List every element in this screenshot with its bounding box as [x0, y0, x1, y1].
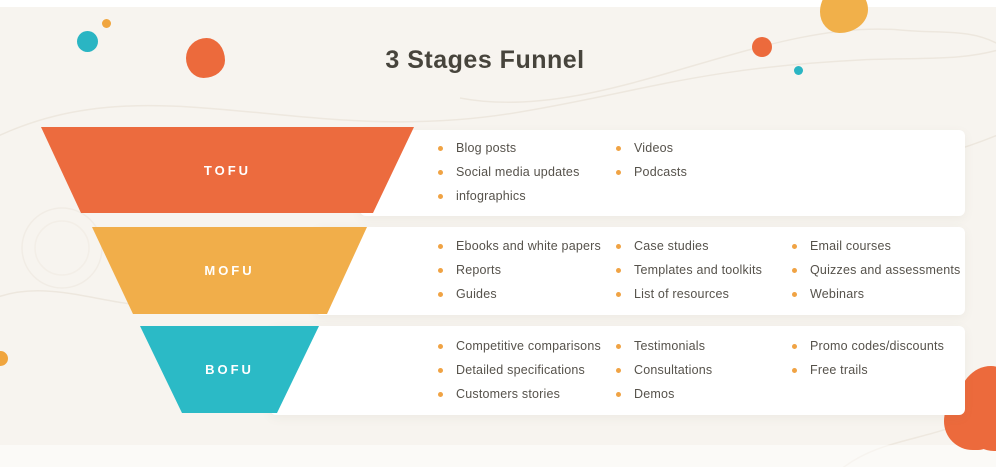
- list-item-label: Free trails: [810, 363, 868, 377]
- bullet-icon: [438, 145, 443, 151]
- funnel-stage-tofu: TOFU: [41, 127, 414, 213]
- list-item-label: Promo codes/discounts: [810, 339, 945, 353]
- list-item-label: Case studies: [634, 239, 709, 253]
- bullet-icon: [438, 193, 443, 199]
- bullet-icon: [792, 243, 797, 249]
- content-row-mofu: [315, 227, 965, 315]
- bullet-icon: [616, 145, 621, 151]
- list-item-label: List of resources: [634, 287, 730, 301]
- list-item-label: Templates and toolkits: [634, 263, 763, 277]
- list-item-label: Reports: [456, 263, 502, 277]
- bullet-icon: [616, 291, 621, 297]
- list-item: Podcasts: [616, 160, 687, 184]
- bullet-icon: [616, 367, 621, 373]
- mofu-list-column-1: Ebooks and white papers Reports Guides: [438, 234, 601, 306]
- funnel-stage-mofu: MOFU: [92, 227, 367, 314]
- list-item-label: Webinars: [810, 287, 865, 301]
- list-item: Videos: [616, 136, 687, 160]
- content-row-tofu: [360, 130, 965, 216]
- list-item: Guides: [438, 282, 601, 306]
- bullet-icon: [616, 243, 621, 249]
- list-item-label: Testimonials: [634, 339, 706, 353]
- list-item: Demos: [616, 382, 712, 406]
- stage-label-mofu: MOFU: [204, 263, 255, 278]
- bullet-icon: [792, 343, 797, 349]
- list-item: Free trails: [792, 358, 944, 382]
- list-item: Social media updates: [438, 160, 580, 184]
- list-item-label: Quizzes and assessments: [810, 263, 961, 277]
- bottom-light-band: [0, 445, 996, 467]
- list-item: Email courses: [792, 234, 961, 258]
- list-item-label: Social media updates: [456, 165, 580, 179]
- list-item-label: Ebooks and white papers: [456, 239, 601, 253]
- list-item-label: Blog posts: [456, 141, 517, 155]
- stage-label-tofu: TOFU: [203, 162, 252, 178]
- bullet-icon: [438, 267, 443, 273]
- list-item: Customers stories: [438, 382, 601, 406]
- bullet-icon: [616, 169, 621, 175]
- page-title: 3 Stages Funnel: [385, 46, 585, 74]
- bullet-icon: [438, 169, 443, 175]
- list-item: Competitive comparisons: [438, 334, 601, 358]
- teal-dot-decoration: [794, 66, 803, 75]
- bofu-list-column-3: Promo codes/discounts Free trails: [792, 334, 944, 382]
- tofu-list-column-1: Blog posts Social media updates infograp…: [438, 136, 580, 208]
- list-item: Promo codes/discounts: [792, 334, 944, 358]
- amber-halfdot-decoration: [0, 351, 8, 366]
- list-item: Quizzes and assessments: [792, 258, 961, 282]
- orange-circle-decoration: [752, 37, 772, 57]
- list-item: Case studies: [616, 234, 762, 258]
- bullet-icon: [438, 391, 443, 397]
- list-item-label: Detailed specifications: [456, 363, 585, 377]
- top-white-strip: [0, 0, 996, 7]
- list-item: infographics: [438, 184, 580, 208]
- bullet-icon: [792, 267, 797, 273]
- list-item: Templates and toolkits: [616, 258, 762, 282]
- bullet-icon: [438, 243, 443, 249]
- list-item-label: Email courses: [810, 239, 892, 253]
- tofu-list-column-2: Videos Podcasts: [616, 136, 687, 184]
- list-item-label: Podcasts: [634, 165, 688, 179]
- amber-dot-decoration: [102, 19, 111, 28]
- bullet-icon: [616, 391, 621, 397]
- list-item: Testimonials: [616, 334, 712, 358]
- list-item-label: Consultations: [634, 363, 713, 377]
- bullet-icon: [792, 291, 797, 297]
- list-item: Consultations: [616, 358, 712, 382]
- bofu-list-column-2: Testimonials Consultations Demos: [616, 334, 712, 406]
- bullet-icon: [616, 343, 621, 349]
- list-item: Reports: [438, 258, 601, 282]
- teal-circle-decoration: [77, 31, 98, 52]
- bullet-icon: [438, 367, 443, 373]
- bofu-list-column-1: Competitive comparisons Detailed specifi…: [438, 334, 601, 406]
- list-item: Webinars: [792, 282, 961, 306]
- list-item-label: Competitive comparisons: [456, 339, 601, 353]
- bullet-icon: [438, 343, 443, 349]
- list-item: Blog posts: [438, 136, 580, 160]
- list-item: Detailed specifications: [438, 358, 601, 382]
- list-item: Ebooks and white papers: [438, 234, 601, 258]
- list-item-label: Guides: [456, 287, 497, 301]
- list-item-label: Demos: [634, 387, 675, 401]
- stage-label-bofu: BOFU: [205, 362, 254, 377]
- bullet-icon: [792, 367, 797, 373]
- bullet-icon: [616, 267, 621, 273]
- bullet-icon: [438, 291, 443, 297]
- mofu-list-column-2: Case studies Templates and toolkits List…: [616, 234, 762, 306]
- list-item-label: Videos: [634, 141, 674, 155]
- orange-blob-decoration: [186, 38, 225, 78]
- mofu-list-column-3: Email courses Quizzes and assessments We…: [792, 234, 961, 306]
- list-item: List of resources: [616, 282, 762, 306]
- list-item-label: infographics: [456, 189, 526, 203]
- list-item-label: Customers stories: [456, 387, 561, 401]
